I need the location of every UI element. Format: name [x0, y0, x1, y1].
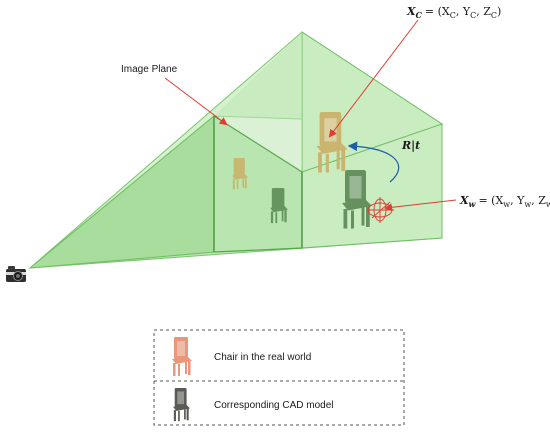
cad-chair-3d-highlight	[349, 176, 362, 199]
legend-item-cad-model: Corresponding CAD model	[173, 388, 334, 422]
frustum-left-face	[28, 114, 215, 269]
legend-box	[153, 329, 405, 426]
legend-item-cad-model-label: Corresponding CAD model	[214, 400, 334, 411]
real-chair-swatch-highlight	[177, 341, 185, 356]
legend: Chair in the real world Corresponding CA…	[153, 329, 405, 426]
image-plane-arrow	[164, 77, 228, 126]
image-plane	[213, 114, 443, 253]
world-point-label: Xw= (Xw, Yw, Zw)	[459, 194, 550, 209]
legend-item-real-chair: Chair in the real world	[172, 337, 311, 376]
transform-arc	[347, 141, 400, 183]
legend-item-real-chair-label: Chair in the real world	[214, 352, 311, 363]
camera-icon	[6, 266, 26, 282]
image-plane-label: Image Plane	[121, 64, 178, 75]
transform-label: R|t	[401, 139, 420, 152]
camera-point-arrow	[328, 19, 419, 138]
camera-point-label: XC= (XC, YC, ZC)	[406, 5, 501, 20]
cad-chair-swatch-highlight	[177, 391, 185, 405]
world-point-arrow	[384, 199, 457, 212]
